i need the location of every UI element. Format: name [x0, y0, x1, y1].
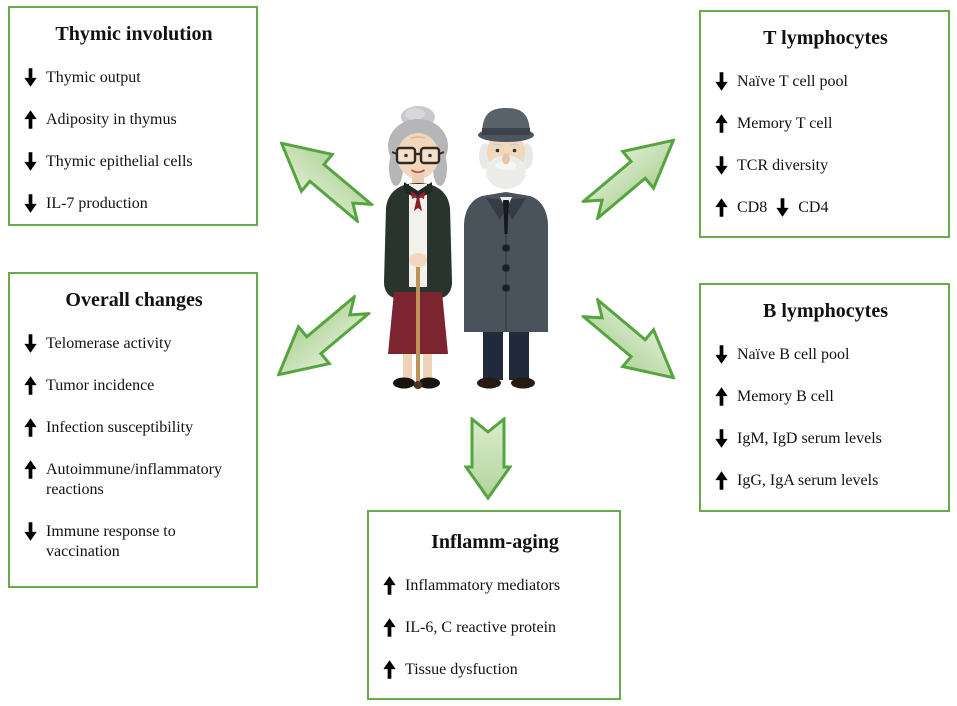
list-item: Autoimmune/inflammatory reactions — [24, 460, 244, 500]
list-item: IL-6, C reactive protein — [383, 618, 607, 638]
list-item: Naïve B cell pool — [715, 345, 936, 365]
down-arrow-icon — [715, 429, 728, 448]
box-title: Overall changes — [65, 289, 203, 311]
item-text: IgG, IgA serum levels — [737, 472, 879, 489]
list-item: Infection susceptibility — [24, 418, 244, 438]
box-title: B lymphocytes — [763, 300, 888, 322]
list-item: Naïve T cell pool — [715, 72, 936, 92]
down-arrow-icon — [24, 68, 37, 87]
down-arrow-icon — [715, 345, 728, 364]
list-item: Tissue dysfuction — [383, 660, 607, 680]
box-title: Thymic involution — [55, 23, 213, 45]
down-arrow-icon — [715, 72, 728, 91]
green-arrow-down-icon — [464, 417, 512, 501]
list-item: Memory T cell — [715, 114, 936, 134]
elderly-man — [464, 108, 548, 389]
list-item: TCR diversity — [715, 156, 936, 176]
down-arrow-icon — [715, 156, 728, 175]
list-item: Immune response to vaccination — [24, 522, 244, 562]
list-item: Thymic output — [24, 68, 244, 88]
elderly-couple-illustration — [384, 106, 548, 389]
list-item: Memory B cell — [715, 387, 936, 407]
item-text: Memory T cell — [737, 115, 833, 132]
item-text: Infection susceptibility — [46, 419, 194, 436]
box-title: T lymphocytes — [763, 27, 888, 49]
down-arrow-icon — [24, 522, 37, 541]
item-text: Inflammatory mediators — [405, 577, 561, 594]
item-text: Immune response to vaccination — [46, 523, 176, 560]
up-arrow-icon — [24, 110, 37, 129]
item-text: IL-7 production — [46, 195, 148, 212]
item-text: Thymic output — [46, 69, 141, 86]
list-item: IgG, IgA serum levels — [715, 471, 936, 491]
item-text: CD4 — [798, 199, 829, 216]
box-title: Inflamm-aging — [431, 531, 559, 553]
item-text: Autoimmune/inflammatory reactions — [46, 461, 222, 498]
down-arrow-icon — [776, 198, 789, 217]
up-arrow-icon — [715, 198, 728, 217]
up-arrow-icon — [383, 660, 396, 679]
down-arrow-icon — [24, 334, 37, 353]
up-arrow-icon — [715, 471, 728, 490]
item-text: Adiposity in thymus — [46, 111, 177, 128]
item-text: IL-6, C reactive protein — [405, 619, 557, 636]
list-item: Thymic epithelial cells — [24, 152, 244, 172]
item-text: CD8 — [737, 199, 768, 216]
item-text: Thymic epithelial cells — [46, 153, 193, 170]
green-arrow-bottom-left-icon — [276, 292, 373, 377]
item-text: TCR diversity — [737, 157, 829, 174]
up-arrow-icon — [24, 460, 37, 479]
green-arrow-top-left-icon — [279, 141, 376, 226]
list-item: IgM, IgD serum levels — [715, 429, 936, 449]
list-item: Telomerase activity — [24, 334, 244, 354]
green-arrow-top-right-icon — [579, 138, 676, 223]
down-arrow-icon — [24, 194, 37, 213]
list-item: CD8 CD4 — [715, 198, 936, 218]
item-text: Naïve B cell pool — [737, 346, 850, 363]
up-arrow-icon — [383, 618, 396, 637]
elderly-woman — [384, 106, 452, 389]
up-arrow-icon — [24, 376, 37, 395]
down-arrow-icon — [24, 152, 37, 171]
list-item: Tumor incidence — [24, 376, 244, 396]
list-item: Adiposity in thymus — [24, 110, 244, 130]
item-text: Tumor incidence — [46, 377, 155, 394]
item-text: IgM, IgD serum levels — [737, 430, 882, 447]
item-text: Memory B cell — [737, 388, 834, 405]
item-text: Telomerase activity — [46, 335, 172, 352]
list-item: IL-7 production — [24, 194, 244, 214]
up-arrow-icon — [383, 576, 396, 595]
up-arrow-icon — [715, 114, 728, 133]
up-arrow-icon — [715, 387, 728, 406]
green-arrow-bottom-right-icon — [579, 295, 676, 380]
item-text: Tissue dysfuction — [405, 661, 518, 678]
up-arrow-icon — [24, 418, 37, 437]
list-item: Inflammatory mediators — [383, 576, 607, 596]
item-text: Naïve T cell pool — [737, 73, 848, 90]
